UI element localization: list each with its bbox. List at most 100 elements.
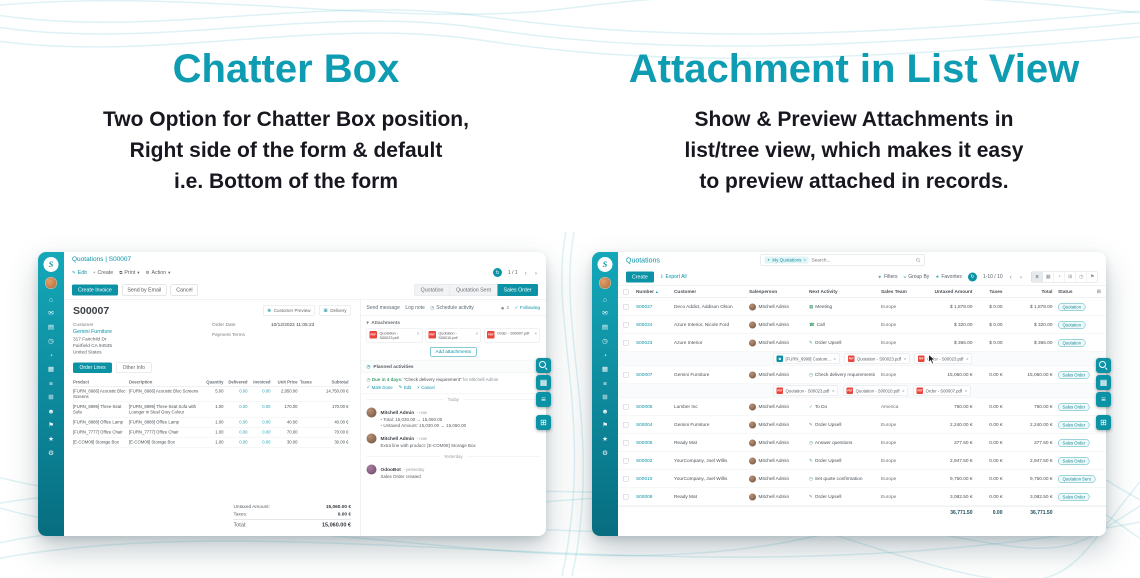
cell-number[interactable]: S00008 <box>636 494 653 500</box>
attachment-card[interactable]: PDF Order - S00007.pdf × <box>484 328 541 343</box>
facet-remove-icon[interactable]: × <box>803 257 806 263</box>
sidebar-icon[interactable]: ★ <box>48 435 54 443</box>
edit-button[interactable]: ✎Edit <box>72 269 87 276</box>
sidebar-icon[interactable]: ✉ <box>48 309 54 317</box>
row-checkbox[interactable] <box>623 440 629 446</box>
sidebar-icon[interactable]: ◷ <box>602 337 608 345</box>
sidebar-icon[interactable]: ⊞ <box>48 393 54 401</box>
sidebar-icon[interactable]: ≡ <box>49 379 53 387</box>
schedule-activity-button[interactable]: ◷Schedule activity <box>430 305 474 311</box>
quotation-row[interactable]: S00010 YourCompany, Joel Willis Mitchell… <box>618 470 1106 488</box>
quick-settings-button[interactable]: ⊞ <box>536 415 551 430</box>
create-button[interactable]: Create <box>626 271 654 283</box>
cell-next-activity[interactable]: ✎Order Upsell <box>809 340 842 346</box>
cell-next-activity[interactable]: ◷Answer questions <box>809 440 853 446</box>
sidebar-icon[interactable]: ◔ <box>603 351 607 359</box>
quick-apps-button[interactable]: ▦ <box>536 375 551 390</box>
order-line-row[interactable]: [FURN_7777] Office Chair [FURN_7777] Off… <box>73 428 351 438</box>
quick-list-button[interactable]: ≡ <box>536 392 551 407</box>
quick-settings-button[interactable]: ⊞ <box>1096 415 1111 430</box>
stage-quotation-sent[interactable]: Quotation Sent <box>449 283 498 296</box>
quick-search-button[interactable] <box>536 358 551 373</box>
mark-done-button[interactable]: ✓Mark Done <box>366 384 393 390</box>
cell-next-activity[interactable]: ◷Set quote confirmation <box>809 476 863 482</box>
sidebar-icon[interactable]: ◷ <box>48 337 54 345</box>
sidebar-icon[interactable]: ▦ <box>601 365 609 373</box>
pager-prev-icon[interactable]: ‹ <box>1009 273 1012 281</box>
quotation-row[interactable]: S00008 Ready Mat Mitchell Admin ✎Order U… <box>618 488 1106 506</box>
stage-quotation[interactable]: Quotation <box>414 283 450 296</box>
sidebar-icon[interactable]: ⚑ <box>48 421 54 429</box>
remove-attachment-icon[interactable]: × <box>903 356 907 362</box>
cancel-activity-button[interactable]: ×Cancel <box>417 384 435 390</box>
view-switcher-button[interactable]: ⚑ <box>1086 271 1098 282</box>
cell-number[interactable]: S00006 <box>636 404 653 410</box>
col-next-activity[interactable]: Next Activity <box>809 289 838 295</box>
cell-number[interactable]: S00027 <box>636 304 653 310</box>
row-checkbox[interactable] <box>623 458 629 464</box>
cell-number[interactable]: S00005 <box>636 440 653 446</box>
cell-next-activity[interactable]: ✎Order Upsell <box>809 422 842 428</box>
row-checkbox[interactable] <box>623 404 629 410</box>
sidebar-icon[interactable]: ⌂ <box>49 295 53 303</box>
cell-next-activity[interactable]: ▦Meeting <box>809 304 833 310</box>
col-taxes[interactable]: Taxes <box>989 289 1003 295</box>
select-all-checkbox[interactable] <box>623 289 629 295</box>
send-by-email-button[interactable]: Send by Email <box>121 284 167 296</box>
add-attachments-button[interactable]: Add attachments <box>429 347 477 357</box>
create-button[interactable]: +Create <box>92 269 114 276</box>
col-number[interactable]: Number▲ <box>636 289 659 295</box>
action-button[interactable]: ⚙Action▾ <box>145 269 171 276</box>
followers-button[interactable]: ☻2 <box>500 305 510 311</box>
user-avatar[interactable] <box>45 277 57 289</box>
sidebar-icon[interactable]: ☻ <box>47 407 55 415</box>
cell-number[interactable]: S00007 <box>636 372 653 378</box>
customer-link[interactable]: Gemini Furniture <box>73 328 113 335</box>
search-input[interactable] <box>811 257 913 263</box>
row-checkbox[interactable] <box>623 372 629 378</box>
quotation-row[interactable]: S00006 Lumber Inc Mitchell Admin ✓To Do … <box>618 398 1106 416</box>
send-message-button[interactable]: Send message <box>366 305 400 311</box>
breadcrumb[interactable]: Quotations <box>626 256 660 264</box>
cell-next-activity[interactable]: ✓To Do <box>809 404 828 410</box>
group-by-button[interactable]: ≡Group By <box>903 274 930 280</box>
col-customer[interactable]: Customer <box>674 289 697 295</box>
attachment-card[interactable]: PDF Quotation - S00010.pdf × <box>425 328 482 343</box>
col-salesperson[interactable]: Salesperson <box>749 289 778 295</box>
edit-activity-button[interactable]: ✎Edit <box>398 384 412 390</box>
following-button[interactable]: ✓Following <box>514 305 540 311</box>
sidebar-icon[interactable]: ≡ <box>603 379 607 387</box>
sidebar-icon[interactable]: ◔ <box>49 351 53 359</box>
remove-attachment-icon[interactable]: × <box>831 388 835 394</box>
sync-button[interactable]: ↻ <box>492 268 502 277</box>
cell-number[interactable]: S00004 <box>636 422 653 428</box>
remove-attachment-icon[interactable]: × <box>965 356 969 362</box>
col-status[interactable]: Status⊞ <box>1058 289 1101 295</box>
search-bar[interactable]: ▼ My Quotations × <box>759 254 925 266</box>
sync-button[interactable]: ↻ <box>967 272 977 282</box>
attachment-card[interactable]: PDF Quotation - S00023.pdf × <box>366 328 423 343</box>
remove-attachment-icon[interactable]: × <box>964 388 968 394</box>
cell-next-activity[interactable]: ☎Call <box>809 322 825 328</box>
search-facet[interactable]: ▼ My Quotations × <box>764 256 809 264</box>
user-avatar[interactable] <box>599 277 611 289</box>
sidebar-icon[interactable]: ⊞ <box>602 393 608 401</box>
sidebar-icon[interactable]: ★ <box>602 435 608 443</box>
cell-number[interactable]: S00010 <box>636 476 653 482</box>
order-line-row[interactable]: [FURN_8888] Office Lamp [FURN_8888] Offi… <box>73 418 351 428</box>
tab-order-lines[interactable]: Order Lines <box>73 362 113 373</box>
sidebar-icon[interactable]: ▦ <box>47 365 55 373</box>
row-checkbox[interactable] <box>623 322 629 328</box>
order-line-row[interactable]: [FURN_6666] Acoustic Bloc Screens [FURN_… <box>73 387 351 402</box>
sidebar-icon[interactable]: ⌂ <box>603 295 607 303</box>
breadcrumb[interactable]: Quotations | S00007 <box>72 254 132 263</box>
order-line-row[interactable]: [FURN_8999] Three-Seat Sofa [FURN_8999] … <box>73 402 351 418</box>
row-checkbox[interactable] <box>623 304 629 310</box>
delete-attachment-icon[interactable]: × <box>416 331 420 336</box>
cell-next-activity[interactable]: ◷Check delivery requirements <box>809 372 876 378</box>
sidebar-icon[interactable]: ⚙ <box>602 449 608 457</box>
filters-button[interactable]: ▼Filters <box>877 274 898 280</box>
quick-list-button[interactable]: ≡ <box>1096 392 1111 407</box>
